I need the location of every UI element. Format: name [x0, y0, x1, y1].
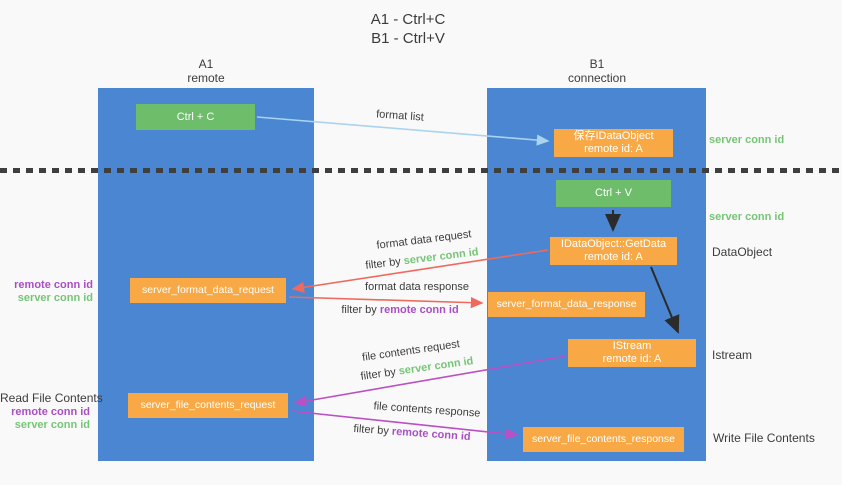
- title-line-a1: A1 - Ctrl+C: [370, 11, 446, 28]
- side-label-server-conn-id-1: server conn id: [17, 292, 93, 304]
- phase-divider-dotted-line: [0, 168, 842, 173]
- node-idataobject-getdata-line2: remote id: A: [584, 251, 643, 263]
- node-server-format-data-request-label: server_format_data_request: [142, 284, 274, 296]
- filter-key-remote-conn-id: remote conn id: [379, 304, 459, 316]
- node-server-file-contents-request-label: server_file_contents_request: [140, 399, 276, 411]
- lifeline-a1-role: remote: [187, 71, 225, 85]
- edge-label-file-contents-response: file contents response: [373, 400, 481, 420]
- diagram-title: A1 - Ctrl+C B1 - Ctrl+V: [371, 10, 446, 48]
- filter-prefix: filter by: [359, 365, 400, 383]
- side-label-write-file-contents: Write File Contents: [713, 431, 815, 445]
- lifeline-b1-role: connection: [567, 71, 627, 85]
- node-ctrl-v-label: Ctrl + V: [595, 187, 632, 199]
- node-istream: IStream remote id: A: [568, 339, 696, 367]
- lifeline-a1-header: A1 remote: [187, 57, 224, 85]
- node-server-format-data-response-label: server_format_data_response: [496, 298, 637, 310]
- lifeline-a1-name: A1: [198, 57, 214, 71]
- filter-key-server-conn-id: server conn id: [397, 355, 475, 378]
- node-istream-line2: remote id: A: [602, 353, 662, 365]
- side-label-remote-conn-id-1: remote conn id: [14, 279, 93, 291]
- node-server-format-data-request: server_format_data_request: [130, 278, 286, 303]
- filter-key-remote-conn-id: remote conn id: [391, 425, 471, 444]
- node-server-file-contents-response: server_file_contents_response: [523, 427, 684, 452]
- lifeline-b1-name: B1: [589, 57, 605, 71]
- node-idataobject-getdata-line1: IDataObject::GetData: [560, 238, 667, 250]
- edge-label-format-data-response: format data response: [365, 281, 469, 293]
- format-data-response-arrow: [288, 296, 484, 309]
- node-idataobject-getdata: IDataObject::GetData remote id: A: [550, 237, 677, 265]
- side-label-server-conn-id-mid: server conn id: [709, 211, 785, 223]
- side-label-istream: Istream: [712, 348, 753, 362]
- title-line-b1: B1 - Ctrl+V: [371, 30, 445, 47]
- node-ctrl-c-label: Ctrl + C: [176, 110, 215, 123]
- node-save-idataobject-line1: 保存IDataObject: [573, 130, 654, 142]
- edge-label-filter-remote-2: filter by remote conn id: [353, 423, 471, 443]
- side-label-server-conn-id-top: server conn id: [709, 134, 785, 146]
- filter-prefix: filter by: [364, 255, 405, 272]
- node-istream-line1: IStream: [612, 340, 652, 352]
- node-save-idataobject-line2: remote id: A: [584, 143, 643, 155]
- lifeline-b1-header: B1 connection: [568, 57, 626, 85]
- node-server-file-contents-request: server_file_contents_request: [128, 393, 288, 418]
- edge-label-filter-remote-1: filter by remote conn id: [341, 304, 458, 316]
- node-server-format-data-response: server_format_data_response: [488, 292, 645, 317]
- side-label-server-conn-id-2: server conn id: [14, 419, 90, 431]
- node-server-file-contents-response-label: server_file_contents_response: [531, 433, 675, 445]
- filter-key-server-conn-id: server conn id: [403, 246, 480, 268]
- node-save-idataobject: 保存IDataObject remote id: A: [554, 129, 673, 157]
- filter-prefix: filter by: [341, 304, 380, 316]
- edge-label-format-list: format list: [375, 108, 425, 124]
- side-label-dataobject: DataObject: [712, 245, 773, 259]
- node-ctrl-c: Ctrl + C: [136, 104, 255, 130]
- filter-prefix: filter by: [353, 422, 393, 438]
- side-label-read-file-contents: Read File Contents: [0, 391, 103, 405]
- node-ctrl-v: Ctrl + V: [556, 180, 671, 207]
- side-label-remote-conn-id-2: remote conn id: [11, 406, 90, 418]
